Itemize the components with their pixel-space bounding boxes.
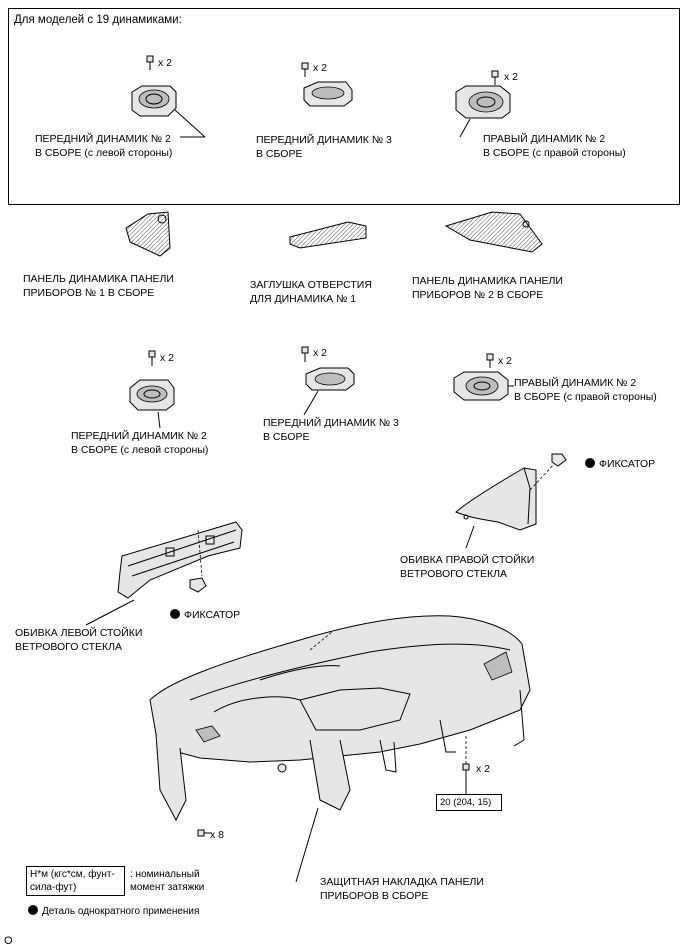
bolt-qty: x 2	[476, 763, 491, 775]
speaker-front-3-mid	[305, 367, 355, 391]
right-pillar-garnish	[455, 467, 537, 531]
bolt-icon	[146, 55, 154, 70]
dashed-guide	[197, 529, 203, 577]
leader-line	[85, 599, 135, 626]
bolt-qty: x 2	[313, 347, 328, 359]
legend-torque-box: Н*м (кгс*см, фунт- сила-фут)	[26, 866, 125, 896]
torque-box: 20 (204, 15)	[436, 794, 502, 811]
dashed-guide	[529, 461, 557, 491]
footer-code: O	[4, 935, 13, 947]
bolt-icon	[197, 829, 212, 837]
instrument-panel-assembly	[149, 615, 531, 822]
bolt-icon	[277, 763, 287, 773]
bolt-qty: x 8	[210, 829, 225, 841]
bolt-icon	[462, 763, 470, 780]
bolt-qty: x 2	[158, 57, 173, 69]
bolt-qty: x 2	[504, 71, 519, 83]
bolt-icon	[491, 70, 499, 85]
leader-line	[465, 525, 475, 549]
condition-title: Для моделей с 19 динамиками:	[14, 14, 182, 26]
bolt-icon	[486, 353, 494, 368]
bolt-qty: x 2	[160, 352, 175, 364]
leader-line	[459, 118, 471, 138]
speaker-hole-cover-1	[289, 221, 367, 249]
bolt-qty: x 2	[498, 355, 513, 367]
leader-line	[295, 807, 319, 883]
speaker-right-2-top	[455, 85, 511, 119]
legend-single-use: Деталь однократного применения	[28, 905, 199, 919]
speaker-front-3-top	[303, 81, 353, 107]
leader-line	[303, 390, 319, 416]
speaker-front-left-2-top	[131, 85, 177, 117]
leader-line	[174, 109, 206, 138]
single-use-dot-icon	[585, 458, 595, 468]
bolt-icon	[301, 62, 309, 77]
leader-line	[157, 411, 161, 429]
bolt-icon	[301, 346, 309, 362]
clip-label-left: ФИКСАТОР	[170, 608, 240, 622]
clip-label-right: ФИКСАТОР	[585, 457, 655, 471]
speaker-front-left-2-mid	[129, 379, 175, 411]
condition-box	[8, 8, 680, 205]
clip-icon	[189, 577, 207, 593]
speaker-panel-2	[444, 211, 543, 253]
bolt-icon	[148, 350, 156, 366]
clip-icon	[551, 453, 567, 467]
bolt-qty: x 2	[313, 62, 328, 74]
torque-value: 20 (204, 15)	[440, 797, 492, 808]
single-use-dot-icon	[170, 609, 180, 619]
single-use-dot-icon	[28, 905, 38, 915]
speaker-right-2-mid	[453, 371, 509, 401]
left-pillar-garnish	[117, 521, 243, 599]
speaker-panel-1	[125, 211, 171, 257]
